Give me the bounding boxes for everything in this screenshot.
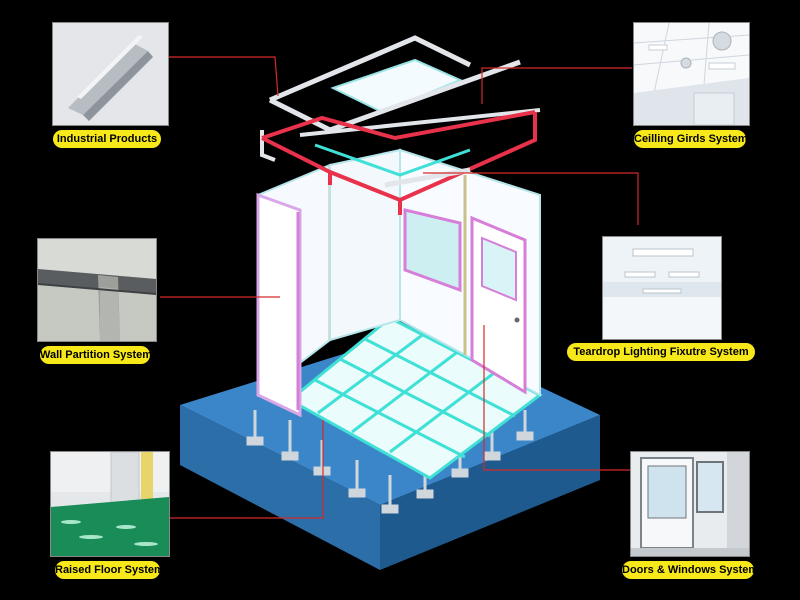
label-wall-partition: Wall Partition System — [40, 346, 152, 364]
label-ceiling-grids: Ceilling Girds System — [634, 130, 748, 148]
doors-windows-photo — [630, 451, 750, 557]
label-doors-windows: Doors & Windows System — [622, 561, 758, 579]
raised-floor-photo — [50, 451, 170, 557]
teardrop-lighting-photo — [602, 236, 722, 340]
label-teardrop-lighting: Teardrop Lighting Fixutre System — [567, 343, 755, 361]
ceiling-grids-photo — [633, 22, 750, 126]
wall-partition-photo — [37, 238, 157, 342]
label-raised-floor: Raised Floor System — [55, 561, 164, 579]
industrial-products-photo — [52, 22, 169, 126]
label-industrial-products: Industrial Products — [53, 130, 161, 148]
